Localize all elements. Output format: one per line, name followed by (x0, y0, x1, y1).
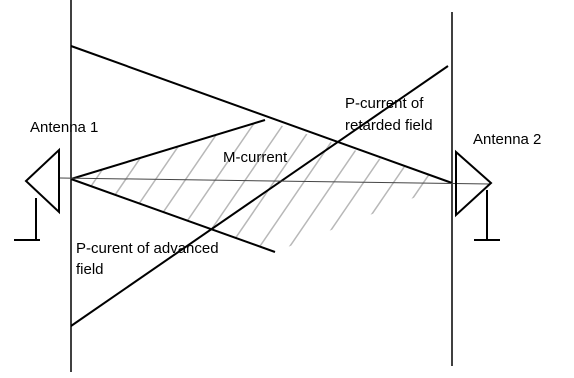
antenna-to-advanced-line (70, 178, 276, 253)
p-current-retarded-label-line1: P-current of (345, 95, 424, 112)
center-axis-line (59, 177, 491, 185)
antenna-2-icon (455, 149, 500, 241)
p-current-retarded-label-line2: retarded field (345, 117, 433, 134)
descending-diagonal-line (70, 45, 453, 184)
antenna-1-icon (14, 147, 60, 241)
m-current-label: M-current (223, 149, 288, 166)
antenna-1-label: Antenna 1 (30, 119, 99, 136)
ascending-diagonal-line (70, 65, 449, 327)
p-current-advanced-label-line2: field (76, 261, 104, 278)
antenna-2-label: Antenna 2 (473, 131, 542, 148)
antenna-to-retarded-line (70, 119, 266, 180)
p-current-advanced-label-line1: P-curent of advanced (76, 240, 219, 257)
